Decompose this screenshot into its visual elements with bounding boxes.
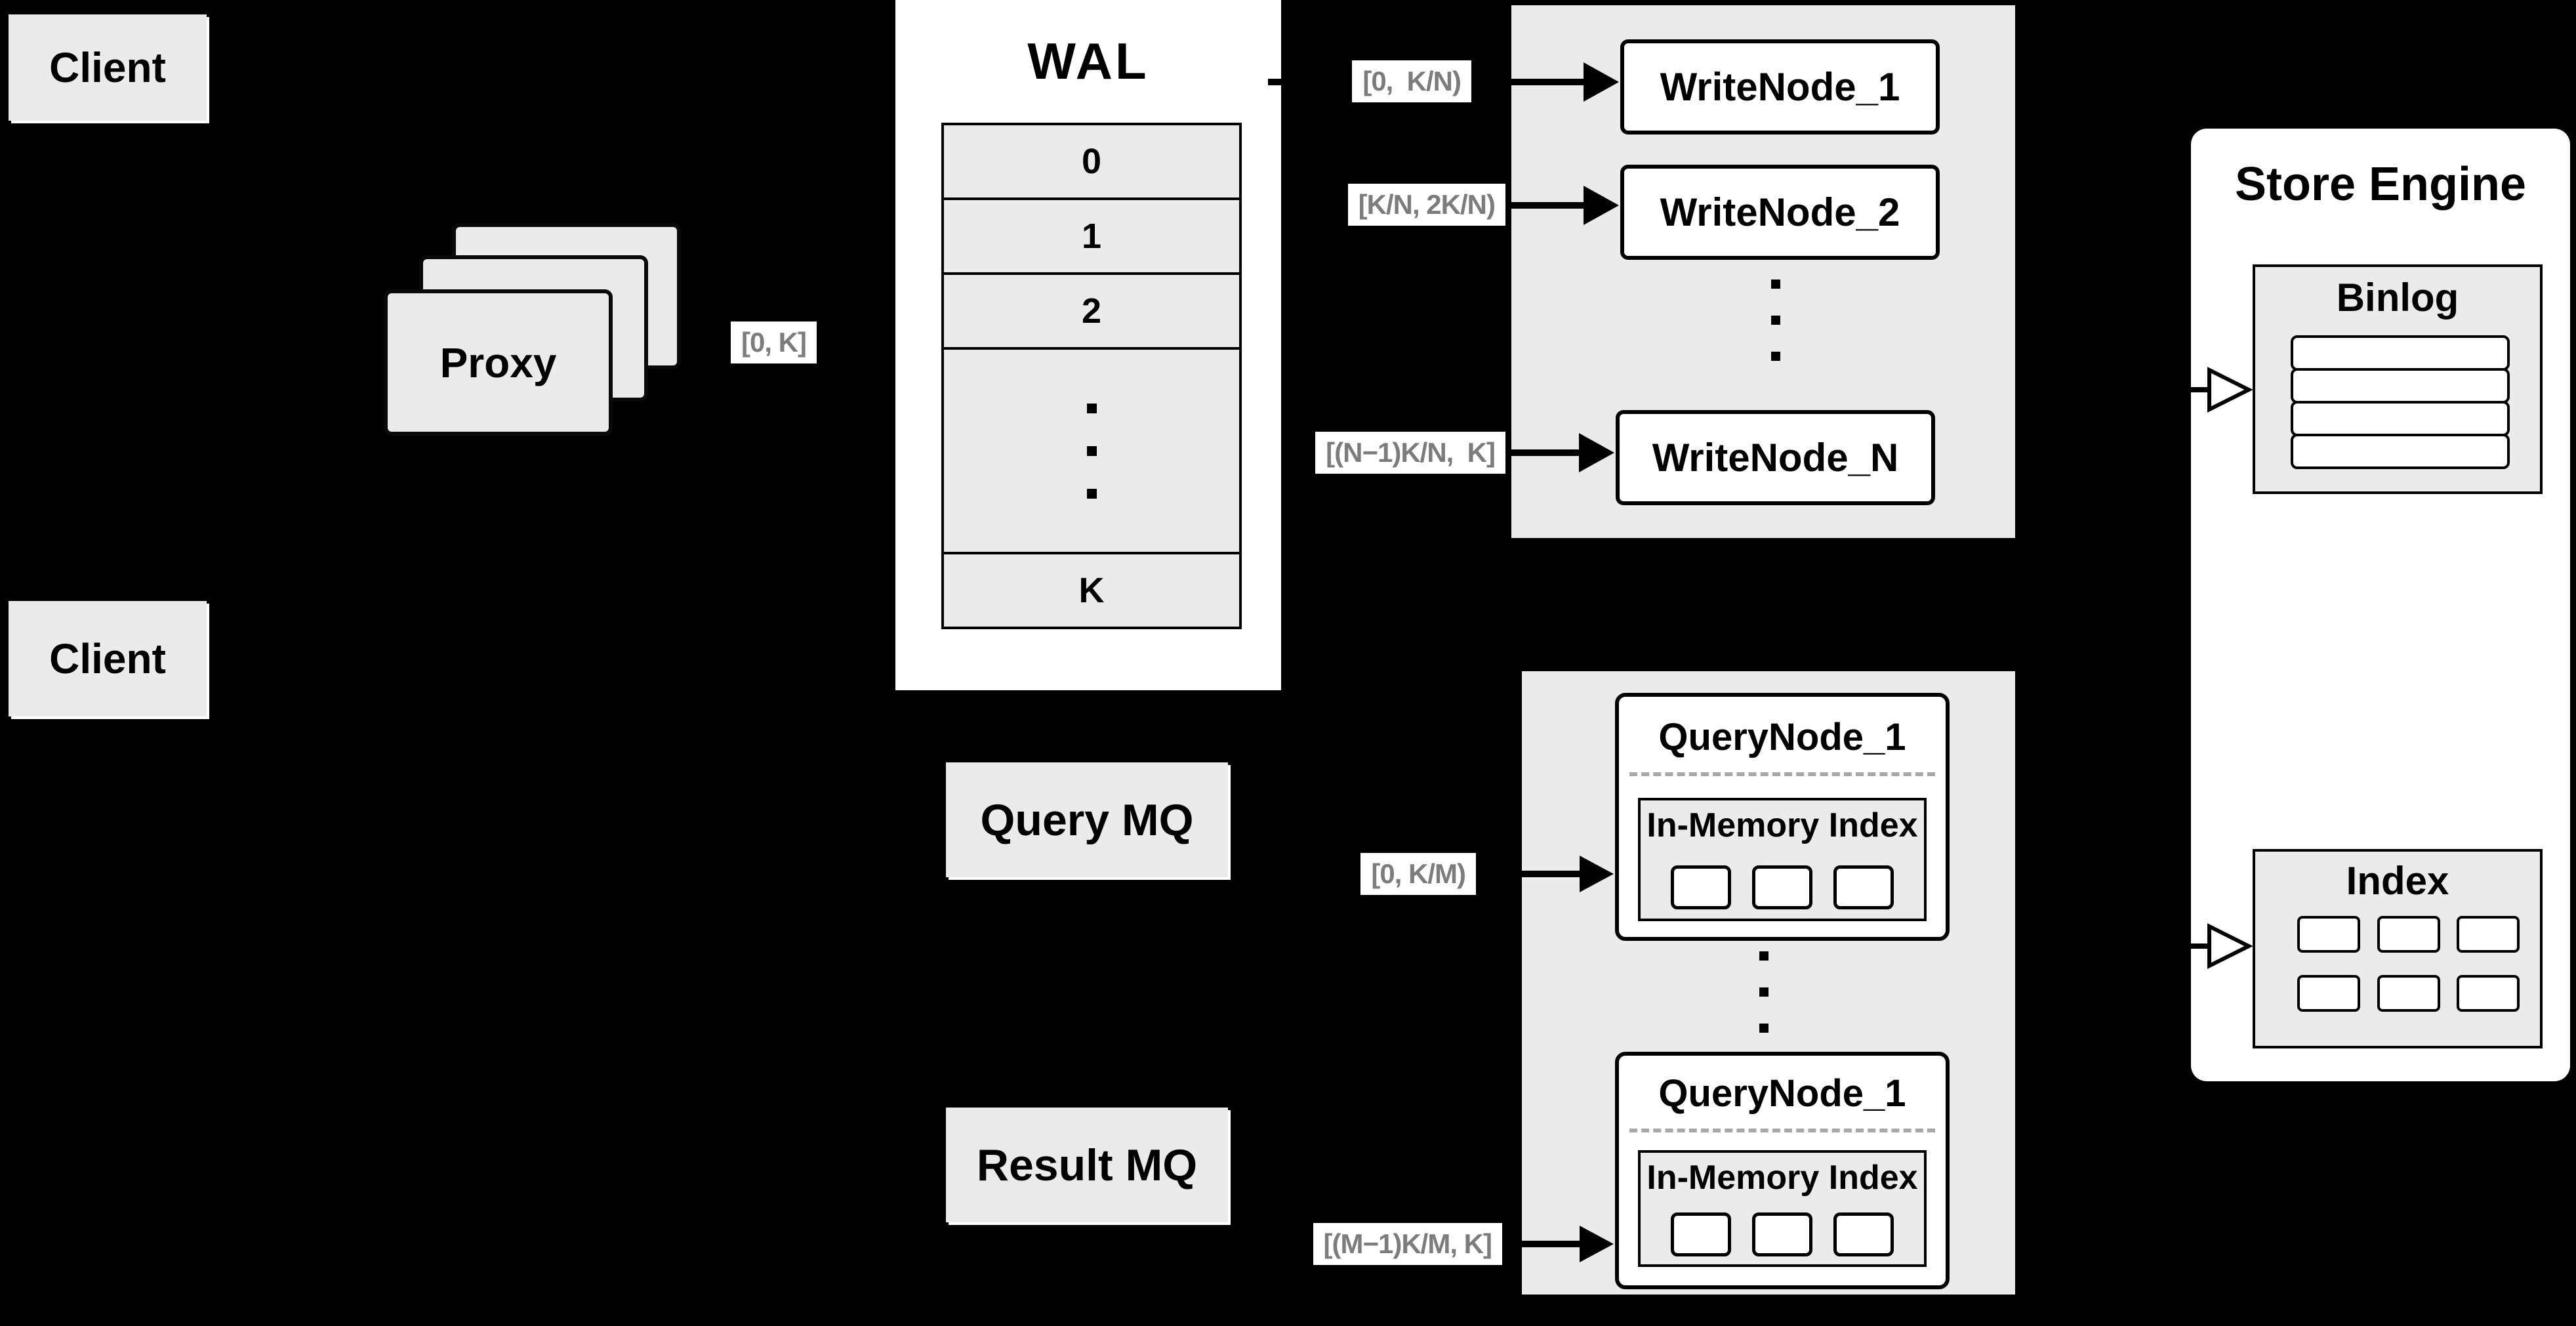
in-memory-index-title: In-Memory Index — [1646, 806, 1918, 844]
wal-segment-0: 0 — [944, 125, 1239, 197]
query-cluster-ellipsis-dots — [1759, 951, 1768, 1033]
index-segment — [2297, 916, 2360, 953]
in-memory-index-title: In-Memory Index — [1646, 1159, 1918, 1197]
binlog-segment — [2291, 434, 2510, 469]
write-node-2: WriteNode_2 — [1620, 165, 1940, 260]
wal-segment-table: 0 1 2 K — [941, 123, 1242, 629]
query-node-1: QueryNode_1 In-Memory Index — [1615, 693, 1950, 941]
index-segment — [1752, 1212, 1812, 1256]
wal-title: WAL — [1027, 32, 1149, 90]
index-title: Index — [2346, 859, 2449, 903]
write-node-n: WriteNode_N — [1616, 410, 1935, 505]
index-segment — [2457, 916, 2520, 953]
dot — [1086, 403, 1097, 413]
query-mq-box: Query MQ — [946, 762, 1228, 877]
query-node-m-title: QueryNode_1 — [1658, 1072, 1906, 1115]
query-node-m: QueryNode_1 In-Memory Index — [1615, 1052, 1950, 1289]
wal-segment-ellipsis — [944, 347, 1239, 552]
result-mq-box: Result MQ — [946, 1108, 1228, 1222]
index-segment — [2377, 916, 2440, 953]
binlog-segment — [2291, 401, 2510, 436]
wal-segment-1: 1 — [944, 197, 1239, 272]
dot — [1759, 1024, 1768, 1033]
index-segment — [1752, 865, 1812, 909]
store-engine-title: Store Engine — [2234, 158, 2527, 211]
binlog-segment — [2291, 335, 2510, 371]
index-segment — [1833, 1212, 1894, 1256]
index-segment — [2377, 975, 2440, 1012]
write-node-2-label: WriteNode_2 — [1660, 190, 1900, 234]
write-node-1: WriteNode_1 — [1620, 39, 1940, 135]
range-label-writenode1: [0, K/N) — [1352, 60, 1471, 103]
binlog-segments — [2291, 335, 2510, 469]
client-bottom-label: Client — [49, 635, 166, 682]
range-label-writenodeN: [(N−1)K/N, K] — [1315, 432, 1505, 474]
write-node-n-label: WriteNode_N — [1652, 436, 1899, 480]
wal-segment-2: 2 — [944, 272, 1239, 347]
index-segment — [1671, 1212, 1731, 1256]
range-label-querynode1: [0, K/M) — [1360, 853, 1476, 896]
result-mq-label: Result MQ — [976, 1140, 1198, 1190]
query-mq-label: Query MQ — [980, 795, 1194, 845]
query-node-1-title: QueryNode_1 — [1658, 716, 1906, 758]
in-memory-index-box: In-Memory Index — [1638, 798, 1927, 921]
ellipsis-dots — [1086, 403, 1097, 499]
index-segment — [1833, 865, 1894, 909]
dot — [1771, 280, 1780, 289]
dot — [1759, 951, 1768, 961]
dot — [1086, 445, 1097, 456]
binlog-segment — [2291, 368, 2510, 404]
dot — [1771, 316, 1780, 325]
client-top-label: Client — [49, 44, 166, 91]
dot — [1759, 987, 1768, 997]
range-label-proxy-to-wal: [0, K] — [731, 321, 817, 364]
in-memory-index-box: In-Memory Index — [1638, 1150, 1927, 1267]
dashed-divider — [1629, 772, 1935, 776]
index-segment — [2297, 975, 2360, 1012]
wal-segment-K: K — [944, 552, 1239, 627]
binlog-title: Binlog — [2336, 276, 2459, 320]
store-engine-panel: Store Engine Binlog Index — [2191, 129, 2570, 1081]
index-segment — [2457, 975, 2520, 1012]
in-memory-index-segments — [1641, 1212, 1924, 1256]
dot — [1771, 352, 1780, 361]
range-label-querynodeM: [(M−1)K/M, K] — [1313, 1223, 1502, 1266]
dashed-divider — [1629, 1129, 1935, 1132]
index-segment — [1671, 865, 1731, 909]
dot — [1086, 488, 1097, 499]
proxy-card-front: Proxy — [384, 289, 613, 436]
write-cluster-ellipsis-dots — [1771, 280, 1780, 361]
range-label-writenode2: [K/N, 2K/N) — [1347, 184, 1505, 226]
in-memory-index-segments — [1641, 865, 1924, 909]
write-node-1-label: WriteNode_1 — [1660, 65, 1900, 109]
client-box-bottom: Client — [9, 601, 207, 716]
client-box-top: Client — [9, 14, 207, 121]
index-box: Index — [2253, 849, 2543, 1048]
binlog-box: Binlog — [2253, 264, 2543, 494]
proxy-label: Proxy — [440, 339, 557, 386]
